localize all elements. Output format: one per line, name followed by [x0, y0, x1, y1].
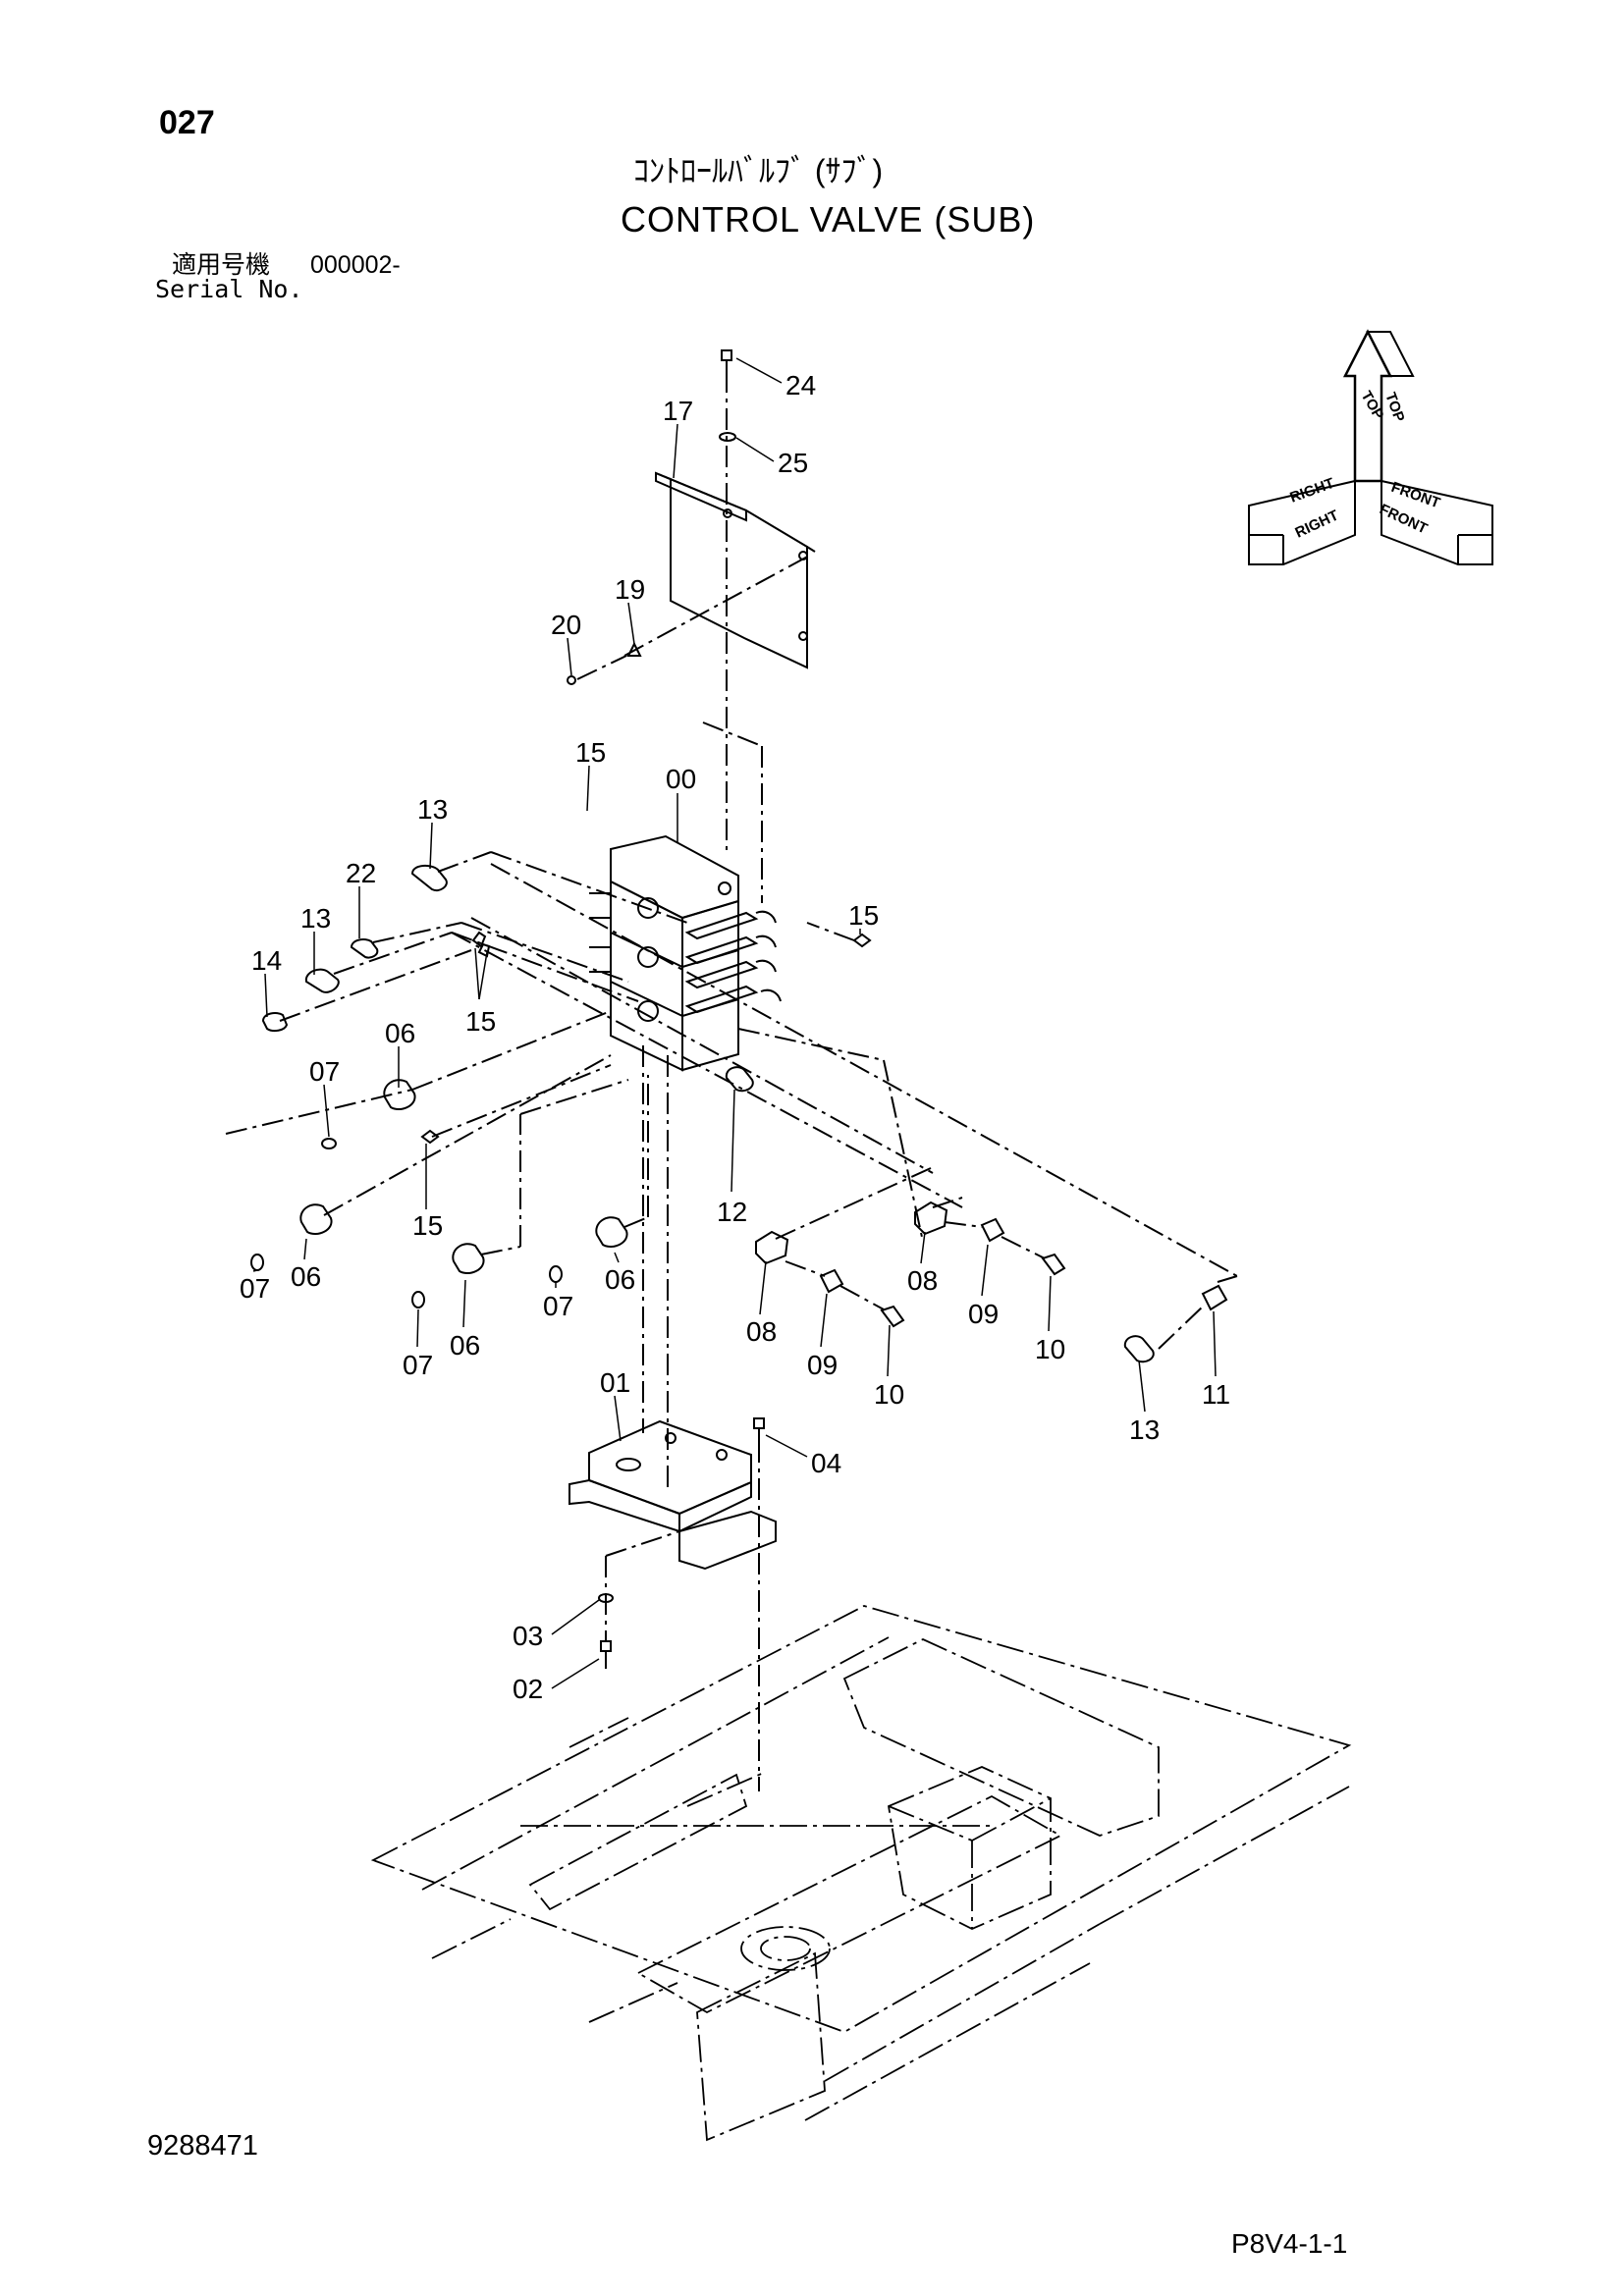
right-fittings	[725, 922, 1238, 1363]
title-english: CONTROL VALVE (SUB)	[621, 199, 1036, 240]
right-label-1: RIGHT	[1288, 475, 1337, 507]
callout-03: 03	[513, 1621, 543, 1651]
callout-00: 00	[666, 764, 696, 794]
title-japanese: ｺﾝﾄﾛｰﾙﾊﾞﾙﾌﾞ (ｻﾌﾞ)	[633, 153, 884, 188]
callout-09-left: 09	[807, 1350, 838, 1380]
callout-06-left: 06	[291, 1261, 321, 1292]
callout-07-lower: 07	[403, 1350, 433, 1380]
callout-17: 17	[663, 396, 693, 426]
callout-07-left: 07	[240, 1273, 270, 1304]
callout-15-top: 15	[575, 737, 606, 768]
serial-label-japanese: 適用号機	[172, 251, 271, 279]
callout-09-right: 09	[968, 1299, 999, 1329]
callout-06-lower: 06	[450, 1330, 480, 1361]
right-label-2: RIGHT	[1293, 507, 1341, 541]
document-number: 9288471	[147, 2130, 258, 2162]
callout-19: 19	[615, 574, 645, 605]
callout-06-middle: 06	[605, 1264, 635, 1295]
callout-15-right: 15	[848, 900, 879, 931]
page-number: 027	[159, 104, 215, 141]
callout-13-left: 13	[300, 903, 331, 934]
callout-07-upper: 07	[309, 1056, 340, 1087]
callout-11: 11	[1202, 1379, 1230, 1410]
callout-15-lower: 15	[412, 1210, 443, 1241]
callout-10-left: 10	[874, 1379, 904, 1410]
serial-label-english: Serial No.	[155, 275, 303, 303]
cover-bracket-17	[567, 349, 816, 903]
callout-20: 20	[551, 610, 581, 640]
callout-12: 12	[717, 1197, 747, 1227]
callout-08-right: 08	[907, 1265, 938, 1296]
callout-14: 14	[251, 945, 282, 976]
callout-04: 04	[811, 1448, 841, 1478]
left-fittings	[225, 851, 1238, 1308]
direction-indicator: TOP TOP RIGHT RIGHT FRONT FRONT	[1248, 329, 1493, 565]
callout-01: 01	[600, 1367, 630, 1398]
callout-13-right: 13	[1129, 1415, 1160, 1445]
callout-07-middle: 07	[543, 1291, 573, 1321]
callout-15-middle: 15	[465, 1006, 496, 1037]
top-label-2: TOP	[1381, 391, 1407, 425]
callout-24: 24	[785, 370, 816, 400]
callout-06-upper: 06	[385, 1018, 415, 1048]
callout-25: 25	[778, 448, 808, 478]
base-frame	[370, 1605, 1352, 2142]
mounting-bracket-01	[568, 1417, 777, 1791]
callouts: 24 25 17 19 20 15 00 13 22 13 14 15 15 0…	[240, 370, 1230, 1704]
callout-10-right: 10	[1035, 1334, 1065, 1364]
callout-02: 02	[513, 1674, 543, 1704]
callout-13-upper: 13	[417, 794, 448, 825]
callout-22: 22	[346, 858, 376, 888]
serial-value: 000002-	[310, 251, 401, 279]
callout-08-left: 08	[746, 1316, 777, 1347]
page-code: P8V4-1-1	[1231, 2228, 1348, 2259]
leader-lines	[252, 357, 1217, 1689]
